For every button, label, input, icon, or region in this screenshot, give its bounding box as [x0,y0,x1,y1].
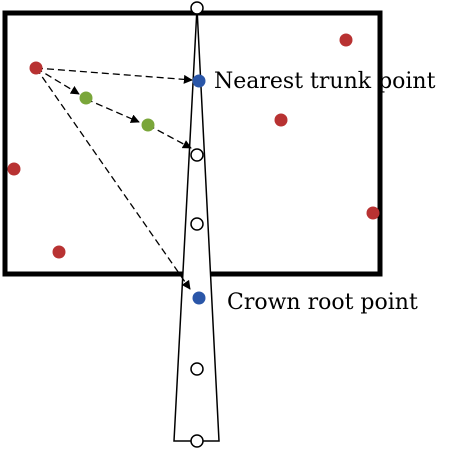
label-crown-root-point: Crown root point [227,290,418,315]
trunk-point-hollow [190,217,204,231]
crown-root-point-blue [192,291,206,305]
nearest-trunk-point-blue [192,74,206,88]
dashed-path-to-green-point-1 [35,67,80,95]
dashed-path-to-nearest-trunk-point [35,67,193,84]
crown-point-red [274,113,288,127]
trunk-point-hollow [190,148,204,162]
crown-point-red [339,33,353,47]
trunk-point-hollow [190,434,204,448]
dashed-path-to-green-point-2 [85,98,140,123]
crown-point-red [7,162,21,176]
intermediate-point-green [79,91,93,105]
crown-point-red [52,245,66,259]
label-nearest-trunk-point: Nearest trunk point [214,69,436,94]
intermediate-point-green [141,118,155,132]
trunk-point-hollow [190,362,204,376]
trunk-point-hollow [190,1,204,15]
crown-point-red [29,61,43,75]
dashed-path-to-crown-root-point [35,67,191,290]
dashed-path-to-trunk-node [147,124,192,149]
crown-point-red [366,206,380,220]
